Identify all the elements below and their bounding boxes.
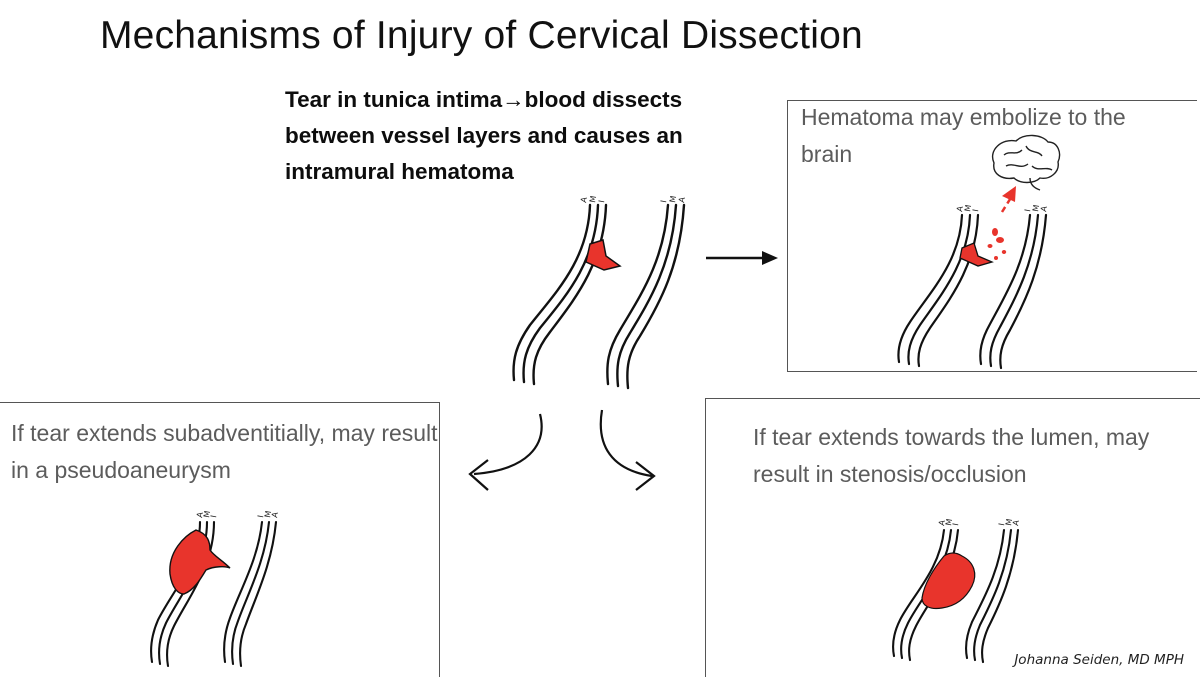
pseudo-label-m2: M xyxy=(263,510,273,518)
emboli xyxy=(987,228,1007,260)
pseudo-label-i: I xyxy=(209,514,218,518)
embolize-label-m2: M xyxy=(1031,204,1041,212)
center-label-a: A xyxy=(579,196,589,203)
embolize-hematoma xyxy=(959,242,994,267)
pseudo-label-a: A xyxy=(195,511,205,518)
embolize-label-a: A xyxy=(955,205,965,212)
brain-icon xyxy=(991,134,1061,191)
arrow-curve-right-icon xyxy=(599,409,656,491)
stenosis-label-a2: A xyxy=(1011,519,1021,526)
embolize-label-a2: A xyxy=(1039,205,1049,212)
center-label-a2: A xyxy=(677,196,687,203)
pseudoaneurysm-hematoma xyxy=(169,529,231,595)
center-label-m2: M xyxy=(668,195,678,203)
panel-embolize-text: Hematoma may embolize to the brain xyxy=(801,104,1126,167)
stenosis-label-m: M xyxy=(944,518,954,526)
arrow-up-icon xyxy=(1000,186,1016,213)
stenosis-hematoma xyxy=(921,552,976,610)
embolize-vessel xyxy=(897,213,1048,370)
panel-stenosis: If tear extends towards the lumen, may r… xyxy=(705,398,1200,677)
center-vessel xyxy=(512,203,686,390)
pseudo-label-m: M xyxy=(202,510,212,518)
center-label-i: I xyxy=(597,199,606,203)
page-title: Mechanisms of Injury of Cervical Dissect… xyxy=(100,14,863,57)
panel-pseudoaneurysm: If tear extends subadventitially, may re… xyxy=(0,402,440,677)
arrow-curve-left-icon xyxy=(468,413,543,491)
panel-pseudoaneurysm-text: If tear extends subadventitially, may re… xyxy=(11,420,438,483)
panel-embolize: Hematoma may embolize to the brain xyxy=(787,100,1197,372)
stenosis-label-i2: I xyxy=(997,522,1006,526)
center-label-m: M xyxy=(588,195,598,203)
arrow-right-icon xyxy=(706,251,778,265)
pseudo-label-a2: A xyxy=(270,511,280,518)
main-description: Tear in tunica intima→blood dissects bet… xyxy=(285,87,683,184)
embolize-label-m: M xyxy=(963,204,973,212)
stenosis-label-a: A xyxy=(937,519,947,526)
author-signature: Johanna Seiden, MD MPH xyxy=(1014,652,1184,668)
pseudoaneurysm-vessel xyxy=(150,520,278,668)
center-label-i2: I xyxy=(659,199,668,203)
embolize-label-i: I xyxy=(971,208,980,212)
stenosis-label-i: I xyxy=(951,522,960,526)
panel-stenosis-text: If tear extends towards the lumen, may r… xyxy=(753,424,1150,487)
embolize-label-i2: I xyxy=(1023,208,1032,212)
stenosis-label-m2: M xyxy=(1004,518,1014,526)
pseudo-label-i2: I xyxy=(256,514,265,518)
center-hematoma xyxy=(585,239,622,271)
